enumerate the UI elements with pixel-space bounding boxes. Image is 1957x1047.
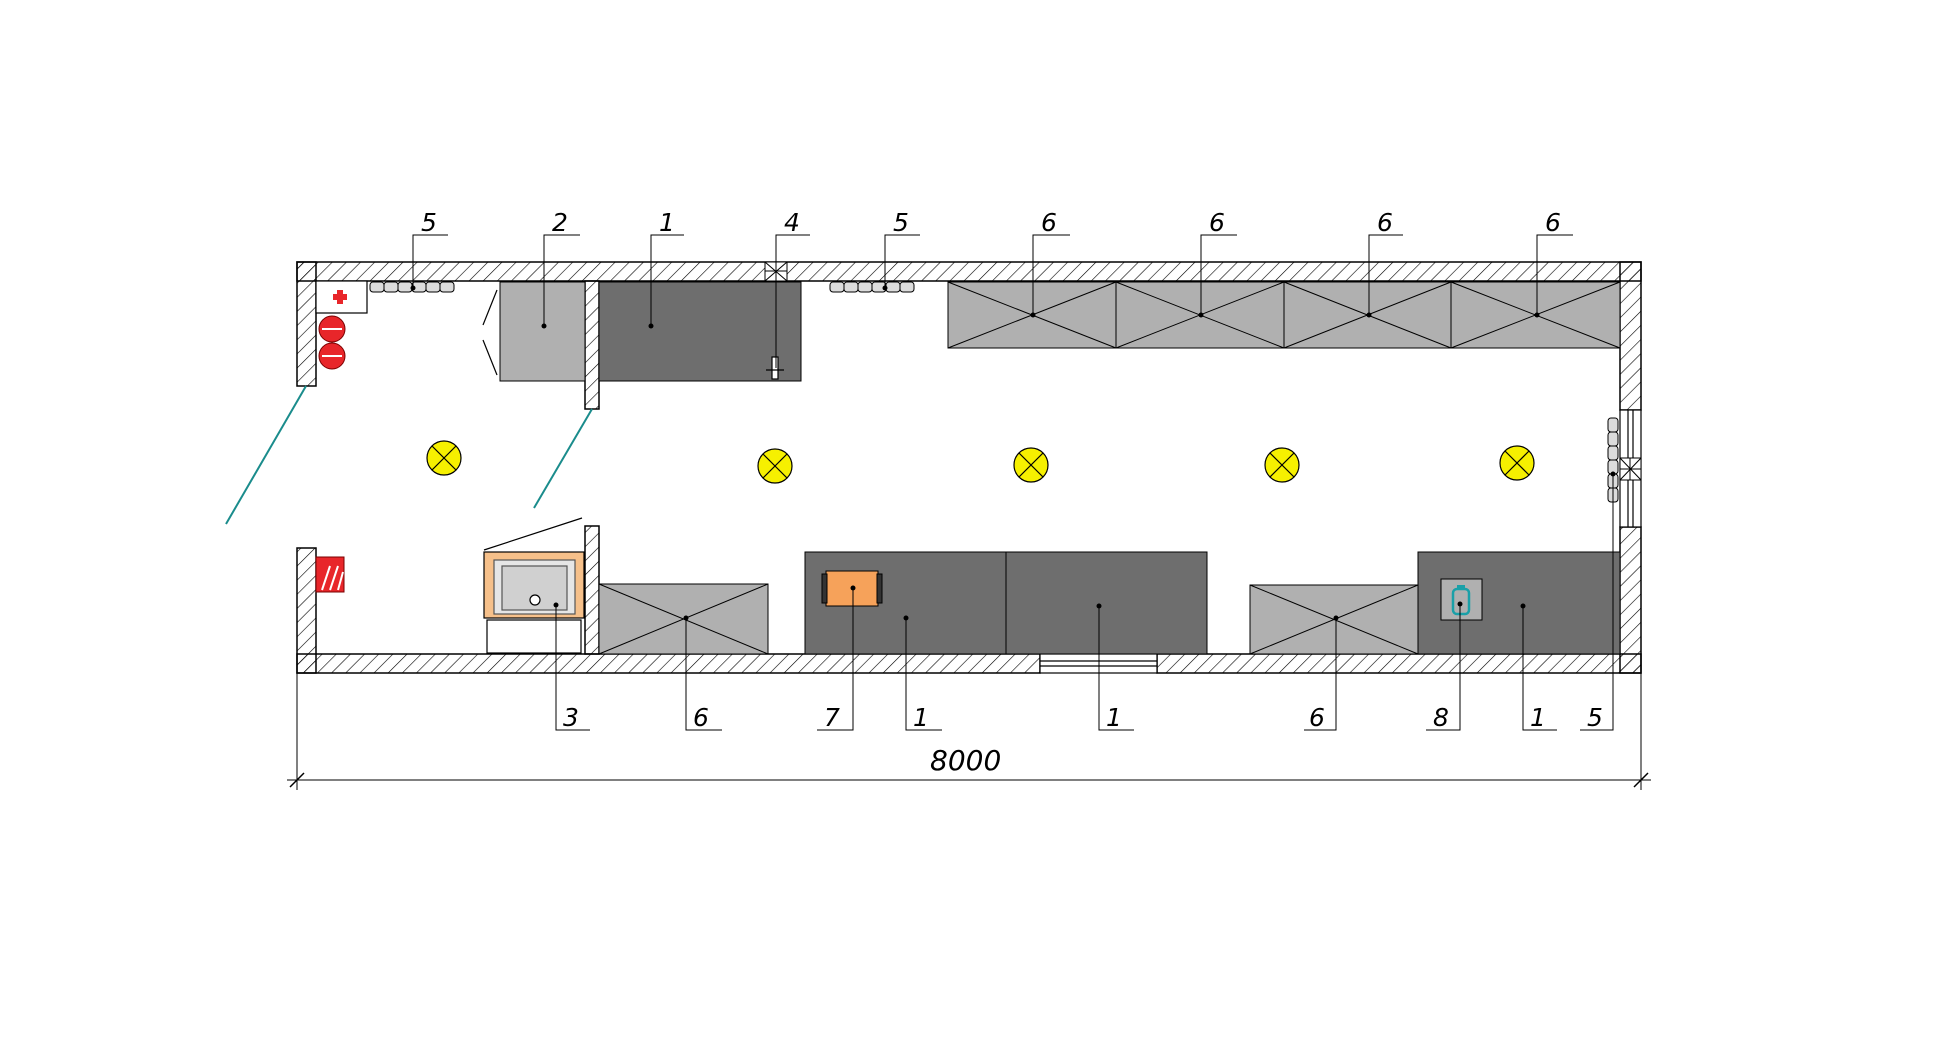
sink <box>483 517 585 654</box>
label-top-6b: 6 <box>1209 208 1225 237</box>
equipment-2 <box>499 281 586 382</box>
water-tap-icon <box>766 356 784 380</box>
label-bottom-1c: 1 <box>1530 703 1546 732</box>
partition-lower <box>584 525 600 655</box>
label-top-6d: 6 <box>1545 208 1561 237</box>
shelving-top <box>947 281 1621 349</box>
fire-extinguisher-icon <box>318 315 346 370</box>
equipment-1-top <box>598 281 802 382</box>
shelving-bottom-left <box>598 583 769 655</box>
label-bottom-3: 3 <box>563 703 579 732</box>
vent-grille-right <box>1619 457 1642 481</box>
lamp-icon <box>757 448 793 484</box>
inner-door-leaf <box>533 408 593 509</box>
label-bottom-7: 7 <box>824 703 840 732</box>
label-bottom-1a: 1 <box>913 703 929 732</box>
wall-bottom-left <box>296 653 1041 674</box>
label-top-4: 4 <box>784 208 800 237</box>
dimension-line <box>287 673 1651 790</box>
label-top-5b: 5 <box>893 208 909 237</box>
wall-bottom-right <box>1156 653 1642 674</box>
label-top-6c: 6 <box>1377 208 1393 237</box>
label-bottom-1b: 1 <box>1106 703 1122 732</box>
lamp-icon <box>1264 447 1300 483</box>
wall-right-upper <box>1619 261 1642 411</box>
equipment-1-bottom-b <box>1005 551 1208 655</box>
label-top-1: 1 <box>659 208 675 237</box>
leader-dots <box>410 285 1616 621</box>
ceiling-lamps <box>426 440 1535 484</box>
label-top-6a: 6 <box>1041 208 1057 237</box>
radiator-top-middle <box>829 281 915 293</box>
wall-right-lower <box>1619 526 1642 674</box>
partition-upper <box>584 280 600 410</box>
lamp-icon <box>1013 447 1049 483</box>
leaders <box>412 234 1614 731</box>
radiator-top-left <box>369 281 455 293</box>
lamp-icon <box>1499 445 1535 481</box>
label-top-5a: 5 <box>421 208 437 237</box>
label-bottom-6a: 6 <box>693 703 709 732</box>
device-8-icon <box>1440 578 1483 621</box>
cabinet-door-icon <box>482 289 498 376</box>
label-top-2: 2 <box>552 208 568 237</box>
wall-left-upper <box>296 261 317 387</box>
label-bottom-6b: 6 <box>1309 703 1325 732</box>
wall-top <box>296 261 1642 282</box>
dimension-value: 8000 <box>930 744 1001 777</box>
label-bottom-8: 8 <box>1433 703 1449 732</box>
fire-panel-icon <box>315 556 345 593</box>
lamp-icon <box>426 440 462 476</box>
entrance-door-leaf <box>225 385 307 525</box>
label-bottom-5: 5 <box>1587 703 1603 732</box>
first-aid-kit <box>315 280 368 314</box>
